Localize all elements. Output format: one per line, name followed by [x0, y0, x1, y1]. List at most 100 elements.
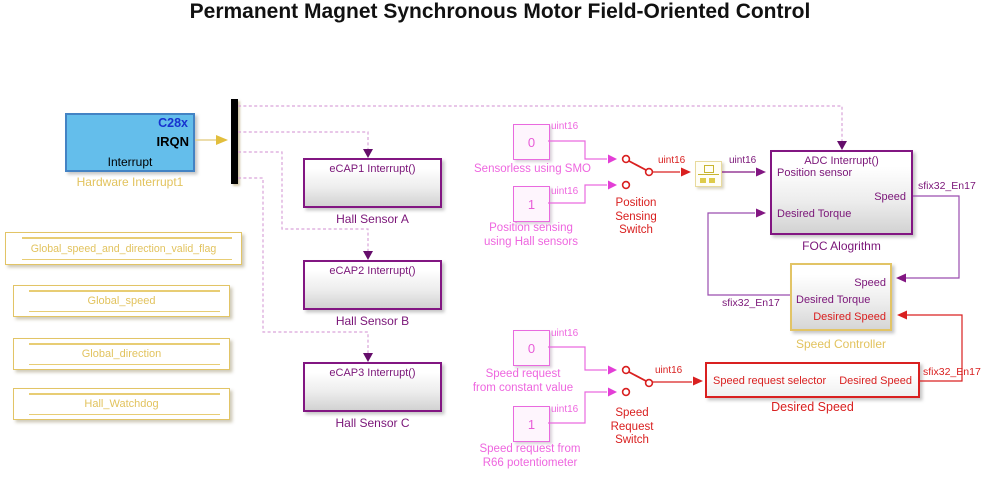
constant-position-1[interactable]: 1 [513, 186, 550, 222]
caption-line: from constant value [472, 381, 574, 394]
caption-line: Speed request [485, 368, 561, 380]
signal-dtype-label: uint16 [658, 155, 686, 166]
dsm-line [22, 258, 232, 260]
const0-position-wire[interactable] [548, 140, 607, 160]
hall-sensor-a-block[interactable]: eCAP1 Interrupt() [303, 158, 442, 208]
wire-arrowhead [608, 365, 617, 375]
caption-line: R66 potentiometer [482, 456, 578, 469]
caption-line: Speed [615, 407, 649, 419]
dsm-line [29, 343, 221, 345]
constant-caption: Speed request from R66 potentiometer [450, 443, 610, 470]
constant-value: 1 [527, 416, 536, 432]
wire-arrowhead [363, 353, 373, 362]
data-store-hall-watchdog[interactable]: Hall_Watchdog [13, 388, 230, 420]
caption-line: Speed request from [479, 443, 581, 455]
hardware-interrupt-block[interactable]: C28x IRQN Interrupt [65, 113, 195, 172]
speed-in-port-label: Speed [854, 277, 886, 289]
desired-speed-block[interactable]: Speed request selector Desired Speed [705, 362, 920, 398]
speed-port-label: Speed [874, 191, 906, 203]
signal-dtype-label: uint16 [551, 186, 579, 197]
position-switch-caption: Position Sensing Switch [596, 197, 676, 238]
caption-line: using Hall sensors [484, 235, 578, 248]
caption-line: Position [615, 197, 657, 209]
desired-torque-port-label: Desired Torque [777, 208, 852, 220]
speed-feedback-wire[interactable] [905, 195, 960, 279]
wire-arrowhead [897, 310, 907, 320]
hardware-interrupt-caption: Hardware Interrupt1 [76, 175, 184, 189]
signal-dtype-label: uint16 [551, 121, 579, 132]
constant-caption: Sensorless using SMO [474, 163, 591, 175]
signal-dtype-label: sfix32_En17 [722, 297, 780, 309]
signal-dtype-label: uint16 [655, 365, 683, 376]
model-title: Permanent Magnet Synchronous Motor Field… [189, 0, 811, 23]
wire-arrowhead [216, 135, 228, 145]
caption-line: Position sensing [489, 222, 573, 234]
desired-speed-caption: Desired Speed [771, 400, 854, 414]
wire-arrowhead [756, 167, 766, 177]
caption-line: Switch [619, 224, 653, 236]
data-store-label: Global_direction [81, 348, 162, 360]
function-call-wire-ecap1[interactable] [238, 131, 369, 150]
constant-value: 0 [527, 134, 536, 150]
constant-speed-1[interactable]: 1 [513, 406, 550, 442]
demux-bar[interactable] [231, 99, 238, 184]
ecap3-port-label: eCAP3 Interrupt() [329, 367, 416, 379]
rate-transition-block[interactable] [695, 161, 722, 187]
signal-dtype-label: sfix32_En17 [918, 180, 976, 192]
hall-sensor-b-block[interactable]: eCAP2 Interrupt() [303, 260, 442, 310]
speed-request-switch-icon[interactable] [621, 365, 654, 397]
constant-caption: Speed request from constant value [443, 368, 603, 395]
adc-trigger-port-label: ADC Interrupt() [804, 155, 879, 167]
ecap1-port-label: eCAP1 Interrupt() [329, 163, 416, 175]
constant-speed-0[interactable]: 0 [513, 330, 550, 366]
rate-transition-icon [700, 178, 706, 183]
position-sensor-port-label: Position sensor [777, 167, 853, 179]
data-store-global-direction[interactable]: Global_direction [13, 338, 230, 370]
dsm-line [29, 393, 221, 395]
wire-arrowhead [896, 273, 906, 283]
speed-switch-caption: Speed Request Switch [592, 407, 672, 448]
data-store-label: Global_speed_and_direction_valid_flag [30, 242, 217, 255]
data-store-global-speed[interactable]: Global_speed [13, 285, 230, 317]
constant-value: 0 [527, 340, 536, 356]
wire-arrowhead [756, 208, 766, 218]
rate-transition-icon [709, 178, 715, 183]
desired-speed-out-port-label: Desired Speed [839, 375, 912, 387]
desired-speed-in-port-label: Desired Speed [813, 311, 886, 323]
wire-arrowhead [608, 387, 617, 397]
dsm-line [29, 310, 221, 312]
foc-algorithm-block[interactable]: ADC Interrupt() Position sensor Desired … [770, 150, 913, 235]
constant-position-0[interactable]: 0 [513, 124, 550, 160]
chip-label: C28x [158, 116, 188, 130]
constant-value: 1 [527, 196, 536, 212]
caption-line: Request [610, 420, 654, 433]
wire-arrowhead [363, 251, 373, 260]
data-store-label: Hall_Watchdog [84, 398, 159, 410]
dsm-line [29, 363, 221, 365]
wire-arrowhead [608, 180, 617, 190]
wire-arrowhead [363, 149, 373, 158]
data-store-valid-flag[interactable]: Global_speed_and_direction_valid_flag [5, 232, 242, 265]
irqn-port-label: IRQN [156, 134, 190, 149]
hall-sensor-c-block[interactable]: eCAP3 Interrupt() [303, 362, 442, 412]
ecap2-port-label: eCAP2 Interrupt() [329, 265, 416, 277]
position-sensing-switch-icon[interactable] [621, 154, 654, 190]
const0-speed-wire[interactable] [548, 346, 607, 371]
speed-controller-block[interactable]: Speed Desired Torque Desired Speed [790, 263, 892, 331]
dsm-line [22, 237, 232, 239]
desired-torque-out-port-label: Desired Torque [796, 294, 871, 306]
rate-transition-icon [698, 174, 719, 176]
speed-controller-caption: Speed Controller [795, 337, 887, 351]
hall-sensor-c-caption: Hall Sensor C [335, 416, 410, 430]
hall-sensor-a-caption: Hall Sensor A [336, 212, 409, 226]
dsm-line [29, 413, 221, 415]
rate-transition-icon [704, 165, 714, 173]
dsm-line [29, 290, 221, 292]
signal-dtype-label: uint16 [729, 155, 757, 166]
constant-caption: Position sensing using Hall sensors [450, 222, 612, 249]
speed-request-selector-port-label: Speed request selector [713, 375, 827, 387]
foc-caption: FOC Alogrithm [802, 239, 881, 253]
caption-line: Switch [615, 434, 649, 446]
signal-dtype-label: sfix32_En17 [923, 366, 981, 378]
